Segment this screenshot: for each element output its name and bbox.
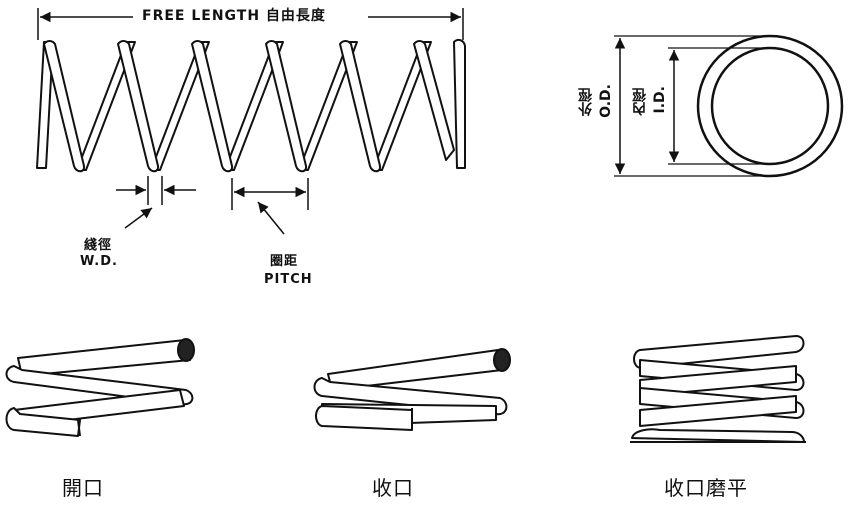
outer-diameter-en-label: O.D.	[598, 84, 614, 118]
closed-ground-end-label: 收口磨平	[664, 476, 748, 500]
pitch-cn-label: 圈距	[270, 254, 299, 269]
outer-diameter-cn-label: 外徑	[578, 88, 594, 116]
open-end-label: 開口	[62, 476, 104, 500]
free-length-label: FREE LENGTH 自由長度	[138, 5, 330, 25]
inner-diameter-cn-label: 內徑	[632, 88, 648, 116]
wire-diameter-dimension	[116, 176, 196, 229]
closed-end-label: 收口	[372, 476, 414, 500]
closed-ground-spring	[630, 335, 806, 443]
wire-diameter-en-label: W.D.	[80, 254, 118, 269]
open-end-spring	[5, 338, 195, 437]
pitch-dimension	[231, 178, 309, 235]
wire-diameter-cn-label: 綫徑	[84, 238, 113, 253]
pitch-en-label: PITCH	[264, 272, 313, 287]
spring-end-view	[614, 34, 844, 178]
inner-diameter-en-label: I.D.	[652, 86, 668, 114]
closed-end-spring	[313, 348, 511, 431]
spring-coils	[36, 38, 466, 173]
free-length-dimension	[37, 8, 464, 40]
